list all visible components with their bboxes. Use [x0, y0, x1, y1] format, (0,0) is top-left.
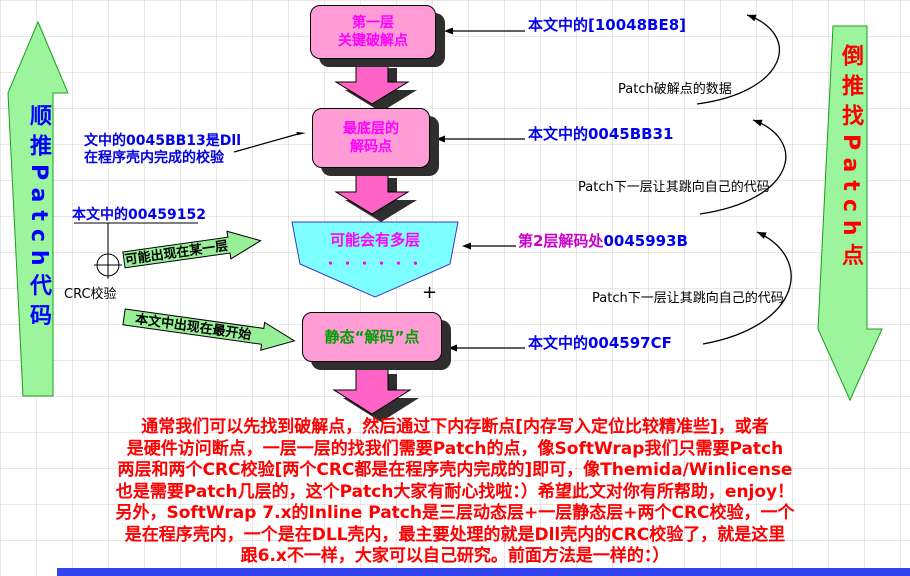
bottom-paragraph: 通常我们可以先找到破解点，然后通过下内存断点[内存写入定位比较精准些]，或者 是…	[30, 417, 880, 568]
patch-jump-note-2: Patch下一层让其跳向自己的代码	[592, 291, 784, 306]
banner-some-layer-text: 可能出现在某一层	[124, 238, 229, 268]
box-first-layer-line1: 第一层	[352, 15, 394, 31]
layer2-decode-label: 第2层解码处0045993B	[518, 230, 688, 251]
addr-00459152-label: 本文中的00459152	[72, 207, 206, 223]
box-bottom-decode-line1: 最底层的	[343, 121, 399, 137]
multi-layer-label: 可能会有多层	[329, 231, 420, 249]
addr-0045bb31-label: 本文中的0045BB31	[528, 125, 674, 143]
dll-check-note-line1: 文中的0045BB13是Dll	[84, 133, 242, 149]
box-first-layer: 第一层 关键破解点	[310, 5, 436, 59]
crc-crosshair	[74, 222, 198, 279]
layer2-decode-addr: 0045993B	[603, 232, 688, 250]
box-first-layer-line2: 关键破解点	[338, 33, 408, 49]
forward-patch-label: 顺推Patch代码	[26, 104, 51, 334]
multi-layer-dots: ・・・・・・	[323, 257, 426, 272]
flow-down-arrow-2	[334, 169, 417, 222]
paragraph-line: 另外，SoftWrap 7.x的Inline Patch是三层动态层+一层静态层…	[115, 503, 795, 523]
paragraph-line: 通常我们可以先找到破解点，然后通过下内存断点[内存写入定位比较精准些]，或者	[141, 417, 769, 437]
banner-some-layer: 可能出现在某一层	[122, 230, 262, 269]
crc-check-label: CRC校验	[64, 287, 117, 302]
addr-top-label: 本文中的[10048BE8]	[528, 16, 687, 34]
box-static-decode: 静态“解码”点	[302, 312, 442, 362]
banner-beginning-text: 本文中出现在最开始	[134, 311, 252, 343]
paragraph-line: 是在程序壳内，一个是在DLL壳内，最主要处理的就是Dll壳内的CRC校验了，就是…	[124, 524, 786, 545]
plus-marker: +	[422, 282, 438, 303]
paragraph-line: 是硬件访问断点，一层一层的找我们需要Patch的点，像SoftWrap我们只需要…	[126, 438, 784, 459]
connector-arrows	[233, 27, 525, 352]
flow-down-arrow-3	[332, 365, 419, 422]
layer2-decode-text: 第2层解码处	[518, 232, 604, 250]
box-bottom-decode: 最底层的 解码点	[312, 108, 430, 168]
banner-beginning: 本文中出现在最开始	[122, 308, 296, 351]
paragraph-line: 跟6.x不一样，大家可以自己研究。前面方法是一样的：）	[240, 546, 670, 566]
paragraph-line: 两层和两个CRC校验[两个CRC都是在程序壳内完成的]即可，像Themida/W…	[117, 460, 793, 480]
dll-check-note: 文中的0045BB13是Dll 在程序壳内完成的校验	[84, 133, 241, 167]
box-bottom-decode-line2: 解码点	[350, 139, 392, 155]
paragraph-line: 也是需要Patch几层的，这个Patch大家有耐心找啦：）希望此文对你有所帮助，…	[115, 481, 795, 502]
patch-data-note: Patch破解点的数据	[618, 82, 732, 97]
addr-004597cf-label: 本文中的004597CF	[528, 334, 672, 352]
flow-down-arrow-1	[334, 59, 417, 112]
box-static-decode-label: 静态“解码”点	[324, 328, 420, 346]
dll-check-note-line2: 在程序壳内完成的校验	[84, 150, 224, 166]
backward-patch-label: 倒推找Patch点	[838, 44, 863, 274]
patch-jump-note-1: Patch下一层让其跳向自己的代码	[578, 180, 770, 195]
window-edge-strip	[57, 568, 910, 576]
